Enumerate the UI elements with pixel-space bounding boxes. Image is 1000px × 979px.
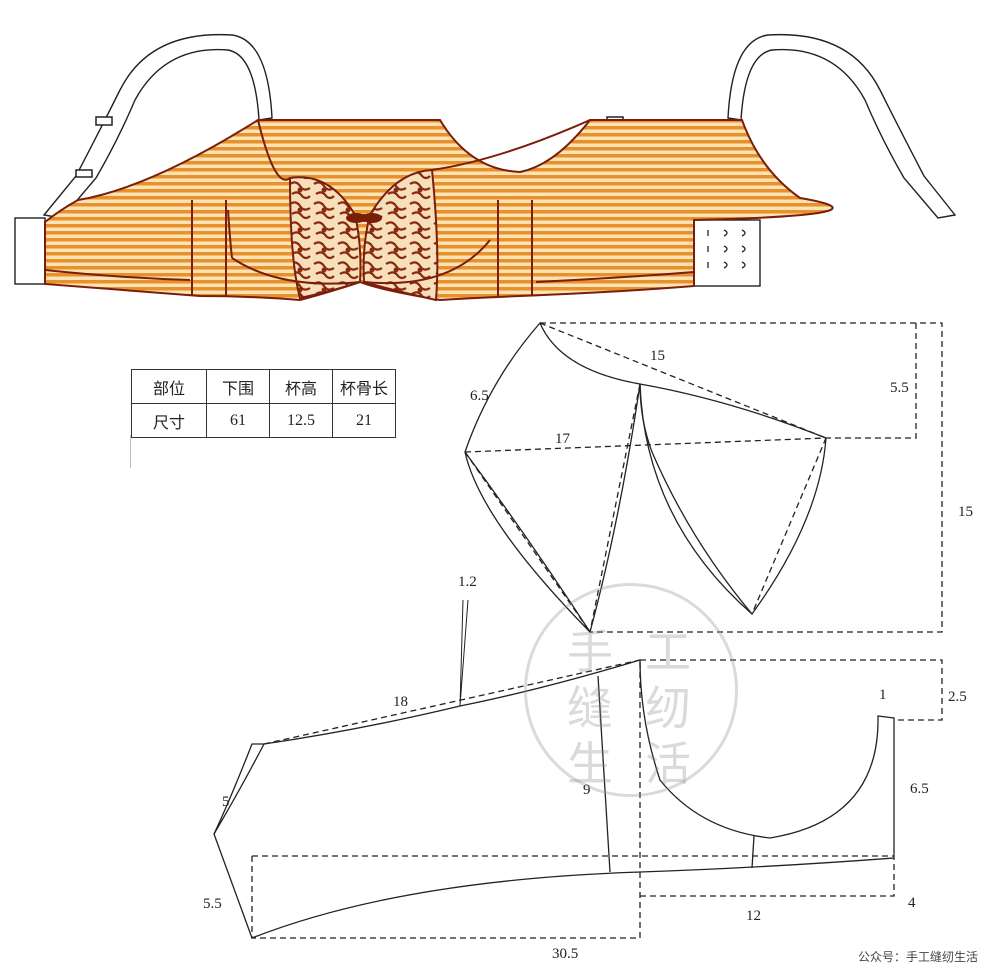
size-table-header-cup-height: 杯高 <box>269 369 333 404</box>
size-table-header-row: 部位 下围 杯高 杯骨长 <box>131 369 396 404</box>
band-front-height-label: 6.5 <box>910 781 929 797</box>
left-strap-slider <box>95 116 113 126</box>
cup-width-label: 17 <box>555 431 571 447</box>
right-strap <box>727 33 957 219</box>
band-dart <box>459 599 469 707</box>
stamp-char: 活 <box>645 737 691 791</box>
size-table-value-row: 尺寸 61 12.5 21 <box>131 403 396 438</box>
band-side-seam-label: 5 <box>222 794 230 810</box>
table-side-rule <box>130 435 131 468</box>
band-center-height-label: 9 <box>583 782 591 798</box>
band-tip-label: 1 <box>879 687 887 703</box>
band-top-drop-label: 2.5 <box>948 689 967 705</box>
size-table-wire-length-value: 21 <box>332 403 396 438</box>
bra-band <box>44 119 834 302</box>
band-bottom-side-label: 5.5 <box>203 896 222 912</box>
stamp-watermark: 手 工 缝 纫 生 活 <box>524 583 738 797</box>
size-table-underbust-value: 61 <box>206 403 270 438</box>
size-table-header-underbust: 下围 <box>206 369 270 404</box>
left-strap-ring <box>75 169 93 178</box>
cup-top-drop-label: 5.5 <box>890 380 909 396</box>
cup-top-edge-label: 15 <box>650 348 665 364</box>
cup-height-label: 15 <box>958 504 973 520</box>
cup-pattern <box>464 321 943 634</box>
size-table: 部位 下围 杯高 杯骨长 尺寸 61 12.5 21 <box>131 369 396 438</box>
band-side-seam <box>213 743 265 835</box>
size-table-row-label: 尺寸 <box>131 403 207 438</box>
account-watermark: 公众号：手工缝纫生活 <box>857 950 978 964</box>
hook-eye-closure <box>693 219 761 287</box>
center-bow <box>346 213 382 223</box>
size-table-header-wire-length: 杯骨长 <box>332 369 396 404</box>
band-base-offset-label: 4 <box>908 895 916 911</box>
hook-eye-hooks <box>707 229 746 269</box>
band-base-width-label: 12 <box>746 908 761 924</box>
stamp-char: 生 <box>567 737 613 791</box>
band-outline <box>213 659 895 939</box>
band-underwire-line <box>751 835 755 869</box>
band-length-label: 30.5 <box>552 946 578 962</box>
size-table-cup-height-value: 12.5 <box>269 403 333 438</box>
stamp-char: 纫 <box>645 681 691 735</box>
band-dart-label: 1.2 <box>458 574 477 590</box>
band-top-edge-label: 18 <box>393 694 408 710</box>
bra-illustration <box>14 33 957 302</box>
bra-seams <box>44 119 695 296</box>
cup-outline <box>464 321 827 634</box>
stamp-char: 手 <box>567 625 613 679</box>
cup-construction <box>464 322 943 633</box>
stamp-char: 缝 <box>567 681 613 735</box>
left-closure-tab <box>14 217 46 285</box>
cup-inner-curve <box>639 383 753 615</box>
stamp-char: 工 <box>645 625 691 679</box>
left-strap <box>42 33 273 219</box>
cup-left-side-label: 6.5 <box>470 388 489 404</box>
size-table-header-part: 部位 <box>131 369 207 404</box>
